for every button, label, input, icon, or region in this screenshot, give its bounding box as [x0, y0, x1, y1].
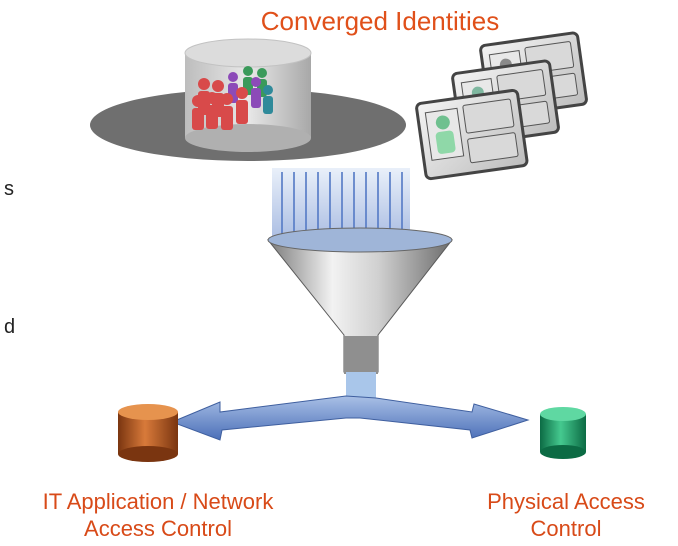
it-application-database-icon: [118, 404, 178, 462]
label-line: Access Control: [84, 516, 232, 541]
funnel-icon: [266, 227, 454, 374]
label-line: Control: [530, 516, 602, 541]
people-group-icon: [192, 66, 273, 130]
split-arrows-icon: [170, 372, 530, 441]
label-line: IT Application / Network: [42, 489, 274, 514]
diagram-title: Converged Identities: [260, 6, 500, 36]
label-line: Physical Access: [487, 489, 645, 514]
it-access-control-label: IT Application / Network Access Control: [8, 488, 308, 542]
cropped-text-fragment: s: [4, 178, 14, 200]
physical-access-control-label: Physical Access Control: [454, 488, 678, 542]
identity-database-icon: [90, 38, 406, 161]
cropped-text-fragment: d: [4, 316, 16, 338]
physical-access-database-icon: [540, 407, 586, 459]
id-badge-cards-icon: [415, 31, 588, 181]
